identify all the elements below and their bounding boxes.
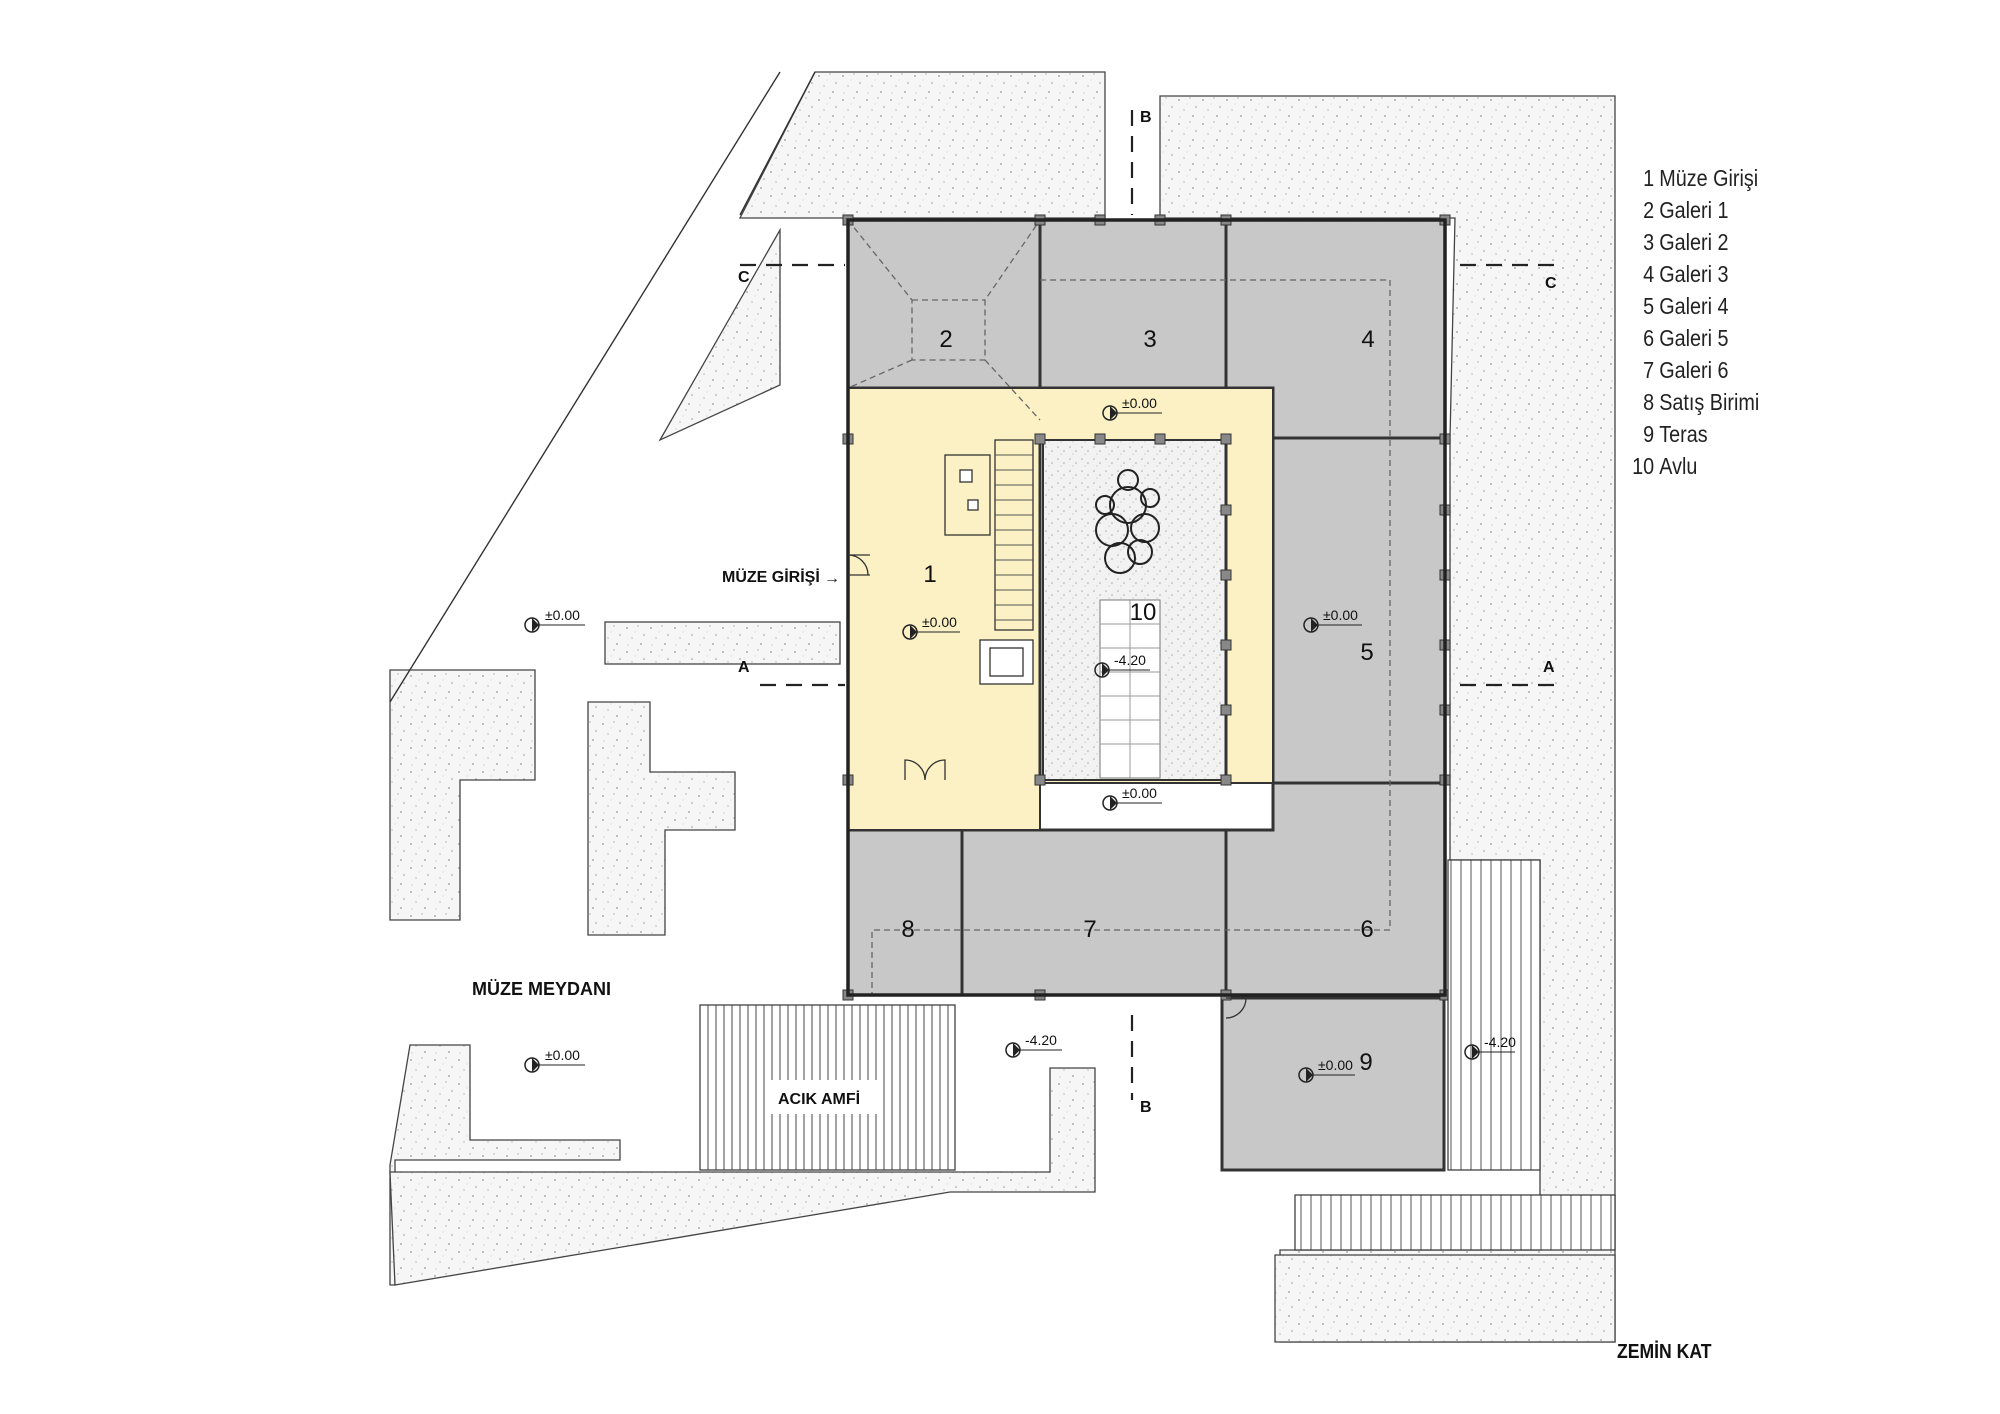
elevation-marker-fills (532, 406, 1479, 1082)
building-outline (846, 218, 1447, 997)
elevator-car (989, 647, 1024, 677)
room-number: 9 (1359, 1049, 1372, 1076)
gallery-4 (1271, 436, 1447, 785)
reception-desk (944, 454, 991, 536)
walls (960, 220, 1445, 995)
elevation-label: ±0.00 (1318, 1057, 1353, 1073)
room-number: 5 (1360, 639, 1373, 666)
gallery-satis (846, 828, 964, 997)
elevation-label: ±0.00 (545, 607, 580, 623)
landscape-southwest (389, 1044, 621, 1286)
section-lines (740, 110, 1555, 1100)
section-mark-c-west: C (738, 269, 750, 286)
room-number: 2 (939, 326, 952, 353)
landscape-south (389, 1067, 1096, 1286)
planter-long (604, 621, 841, 665)
amphi-label-bg (770, 1080, 880, 1114)
doors (847, 554, 1247, 1019)
elevation-label: -4.20 (1484, 1034, 1516, 1050)
room-number: 10 (1130, 599, 1157, 626)
gallery-2 (1038, 218, 1228, 390)
section-mark-a-east: A (1543, 659, 1555, 676)
drawing-title: ZEMİN KAT (1617, 1341, 1712, 1363)
room-number: 8 (901, 916, 914, 943)
planter-t-shape (587, 701, 736, 936)
gallery-1 (846, 218, 1042, 390)
site-boundary (389, 71, 781, 703)
terrace-door (1225, 997, 1247, 1019)
planter-l-shape (389, 669, 536, 921)
amphi-label: ACIK AMFİ (778, 1090, 860, 1108)
terrace (1220, 996, 1446, 1172)
section-mark-c-east: C (1545, 275, 1557, 292)
elevation-leaders (539, 412, 1515, 1076)
section-mark-b-south: B (1140, 1099, 1152, 1116)
elevation-label: ±0.00 (545, 1047, 580, 1063)
elevation-label: ±0.00 (1122, 395, 1157, 411)
landscape-northwest (738, 71, 1106, 219)
room-number: 4 (1361, 326, 1374, 353)
room-number: 7 (1083, 916, 1096, 943)
entrance-door (847, 554, 870, 576)
entrance-arrow-icon: → (824, 570, 840, 587)
stair-flight (994, 439, 1034, 631)
paving-lines (1100, 600, 1160, 778)
desk-item (959, 469, 973, 483)
elevation-label: ±0.00 (1122, 785, 1157, 801)
elevation-label: -4.20 (1025, 1032, 1057, 1048)
staircase (944, 439, 1034, 685)
room-number: 6 (1360, 916, 1373, 943)
elevation-label: ±0.00 (1323, 607, 1358, 623)
gallery-6 (960, 828, 1228, 997)
room-number: 3 (1143, 326, 1156, 353)
tree-icon (1095, 469, 1160, 574)
desk-item-2 (967, 499, 979, 511)
gallery-5 (1224, 781, 1447, 997)
site-boundary-2 (739, 71, 816, 216)
section-mark-a-west: A (738, 659, 750, 676)
open-amphitheater (699, 1004, 956, 1171)
deck-east (1447, 859, 1541, 1171)
landscape (389, 71, 1616, 1343)
courtyard (1042, 439, 1227, 781)
entrance-label: MÜZE GİRİŞİ (722, 567, 820, 586)
landscape-triangle (658, 227, 781, 442)
overhead-lines (847, 219, 1391, 995)
square-label: MÜZE MEYDANI (472, 979, 611, 999)
elevation-label: ±0.00 (922, 614, 957, 630)
stair-southeast (1294, 1194, 1616, 1251)
room-number: 1 (923, 561, 936, 588)
courtyard-door (904, 759, 946, 781)
elevation-label: -4.20 (1114, 652, 1146, 668)
landscape-southeast (1274, 1254, 1616, 1343)
section-mark-b-north: B (1140, 109, 1152, 126)
